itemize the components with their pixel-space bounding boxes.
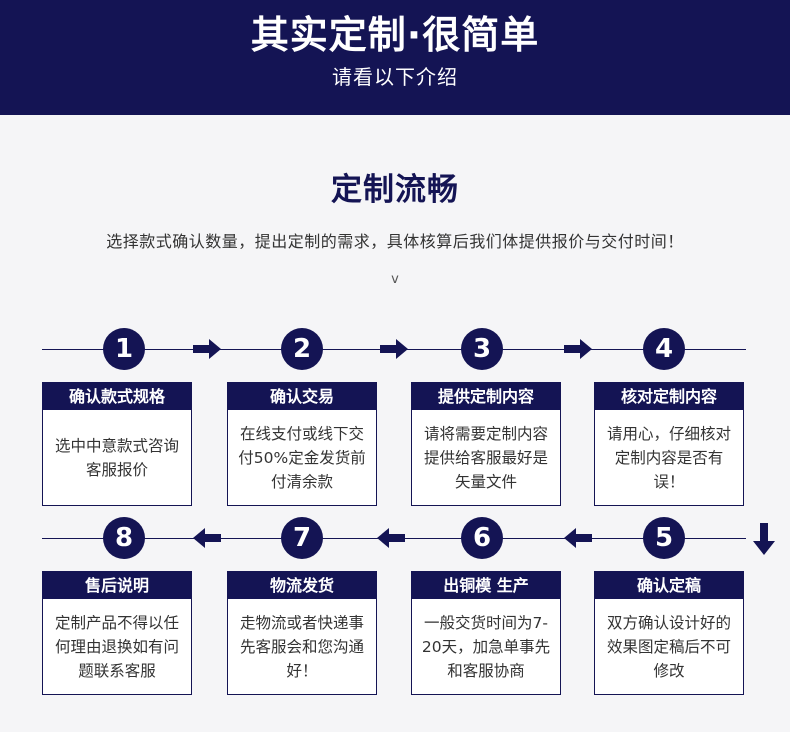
step-5-card: 确认定稿 双方确认设计好的效果图定稿后不可修改 bbox=[594, 571, 744, 695]
step-8-title: 售后说明 bbox=[43, 572, 191, 599]
step-6-number-badge: 6 bbox=[461, 517, 503, 559]
step-8-text: 定制产品不得以任何理由退换如有问题联系客服 bbox=[54, 613, 179, 680]
step-2-text: 在线支付或线下交付50%定金发货前付清余款 bbox=[238, 424, 366, 491]
step-5-text: 双方确认设计好的效果图定稿后不可修改 bbox=[606, 613, 731, 680]
step-5-number-badge: 5 bbox=[643, 517, 685, 559]
step-3-card: 提供定制内容 请将需要定制内容提供给客服最好是矢量文件 bbox=[411, 382, 561, 506]
right-arrow-icon bbox=[193, 339, 221, 359]
step-3-text: 请将需要定制内容提供给客服最好是矢量文件 bbox=[423, 424, 548, 491]
header-banner: 其实定制·很简单 请看以下介绍 bbox=[0, 0, 790, 115]
step-1-card: 确认款式规格 选中中意款式咨询客服报价 bbox=[42, 382, 192, 506]
step-1-text: 选中中意款式咨询客服报价 bbox=[54, 436, 179, 479]
step-7-number-badge: 7 bbox=[281, 517, 323, 559]
step-7-text: 走物流或者快递事先客服会和您沟通好！ bbox=[239, 613, 364, 680]
step-2-card: 确认交易 在线支付或线下交付50%定金发货前付清余款 bbox=[227, 382, 377, 506]
page-subtitle: 请看以下介绍 bbox=[332, 65, 458, 89]
step-4-text: 请用心，仔细核对定制内容是否有误！ bbox=[606, 424, 731, 491]
left-arrow-icon bbox=[564, 528, 592, 548]
left-arrow-icon bbox=[193, 528, 221, 548]
step-1-number-badge: 1 bbox=[103, 328, 145, 370]
step-2-number-badge: 2 bbox=[281, 328, 323, 370]
step-6-title: 出铜模 生产 bbox=[412, 572, 560, 599]
section-title: 定制流畅 bbox=[331, 172, 459, 208]
step-3-title: 提供定制内容 bbox=[412, 383, 560, 410]
step-1-title: 确认款式规格 bbox=[43, 383, 191, 410]
left-arrow-icon bbox=[377, 528, 405, 548]
step-3-number-badge: 3 bbox=[461, 328, 503, 370]
step-7-card: 物流发货 走物流或者快递事先客服会和您沟通好！ bbox=[227, 571, 377, 695]
step-8-card: 售后说明 定制产品不得以任何理由退换如有问题联系客服 bbox=[42, 571, 192, 695]
step-4-number-badge: 4 bbox=[643, 328, 685, 370]
right-arrow-icon bbox=[380, 339, 408, 359]
step-4-card: 核对定制内容 请用心，仔细核对定制内容是否有误！ bbox=[594, 382, 744, 506]
section-description: 选择款式确认数量，提出定制的需求，具体核算后我们体提供报价与交付时间！ bbox=[106, 232, 684, 251]
step-4-title: 核对定制内容 bbox=[595, 383, 743, 410]
step-6-card: 出铜模 生产 一般交货时间为7-20天，加急单事先和客服协商 bbox=[411, 571, 561, 695]
step-5-title: 确认定稿 bbox=[595, 572, 743, 599]
chevron-down-icon: v bbox=[391, 272, 399, 287]
page-title: 其实定制·很简单 bbox=[250, 13, 540, 57]
down-arrow-icon bbox=[753, 523, 775, 555]
step-2-title: 确认交易 bbox=[228, 383, 376, 410]
right-arrow-icon bbox=[564, 339, 592, 359]
step-6-text: 一般交货时间为7-20天，加急单事先和客服协商 bbox=[421, 613, 551, 680]
step-8-number-badge: 8 bbox=[103, 517, 145, 559]
step-7-title: 物流发货 bbox=[228, 572, 376, 599]
